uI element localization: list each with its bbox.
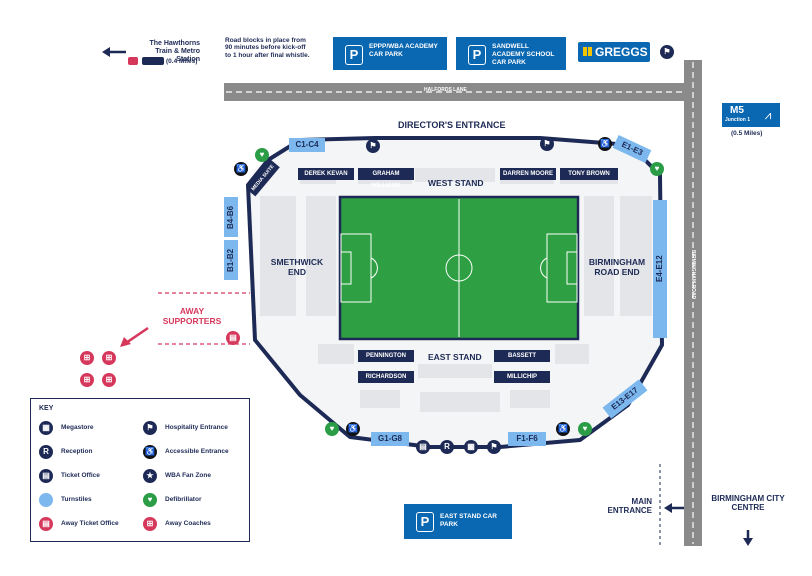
- defibrillator-icon: ♥: [578, 422, 592, 436]
- defibrillator-icon: ♥: [143, 493, 157, 507]
- accessible-icon: ♿: [234, 162, 248, 176]
- hawthorns-arrow: [102, 47, 126, 57]
- halfords-lane-label: HALFORDS LANE: [424, 87, 467, 93]
- accessible-icon: ♿: [556, 422, 570, 436]
- away-supporters-label: AWAY SUPPORTERS: [162, 306, 222, 326]
- parking-icon: P: [345, 45, 363, 65]
- key-label: Ticket Office: [61, 472, 100, 479]
- section-millichip: MILLICHIP: [494, 371, 550, 383]
- sandwell-car-park: P SANDWELL ACADEMY SCHOOL CAR PARK: [456, 37, 566, 70]
- key-title: KEY: [39, 405, 54, 412]
- key-label: Away Coaches: [165, 520, 211, 527]
- section-graham-williams: GRAHAM WILLIAMS: [358, 168, 414, 189]
- gate-b1-b2: B1-B2: [224, 240, 238, 280]
- turnstile-icon: [39, 493, 53, 507]
- east-stand-car-park: P EAST STAND CAR PARK: [404, 504, 512, 539]
- birmingham-road-label: BIRMINGHAM ROAD: [689, 250, 696, 300]
- hospitality-icon: ⚑: [487, 440, 501, 454]
- key-label: Accessible Entrance: [165, 448, 229, 455]
- directors-entrance-label: DIRECTOR'S ENTRANCE: [398, 120, 506, 130]
- east-stand-label: EAST STAND: [428, 352, 482, 362]
- gate-g1-g8: G1-G8: [371, 432, 409, 446]
- away-supporters-area: [120, 292, 250, 347]
- gate-b4-b6: B4-B6: [224, 197, 238, 237]
- smethwick-end-label: SMETHWICK END: [270, 257, 324, 277]
- away-coach-icon: ⊞: [102, 373, 116, 387]
- eppp-car-park: P EPPP/WBA ACADEMY CAR PARK: [333, 37, 447, 70]
- away-coach-icon: ⊞: [102, 351, 116, 365]
- hospitality-icon: ⚑: [660, 45, 674, 59]
- parking-icon: P: [468, 45, 486, 65]
- m5-distance: (0.5 Miles): [731, 130, 763, 137]
- road-blocks-note: Road blocks in place from 90 minutes bef…: [225, 37, 310, 59]
- accessible-icon: ♿: [598, 137, 612, 151]
- section-pennington: PENNINGTON: [358, 350, 414, 362]
- section-richardson: RICHARDSON: [358, 371, 414, 383]
- away-coaches: ⊞ ⊞ ⊞ ⊞: [80, 351, 124, 395]
- rail-icon: [128, 57, 138, 65]
- m5-title: M5: [730, 105, 744, 116]
- hospitality-icon: ⚑: [540, 137, 554, 151]
- gate-e4-e12: E4-E12: [653, 200, 667, 338]
- key-label: Hospitality Entrance: [165, 424, 228, 431]
- hawthorns-distance: (0.4 Miles): [166, 58, 198, 65]
- halfords-lane-road: [224, 83, 694, 101]
- away-coach-icon: ⊞: [80, 351, 94, 365]
- hawthorns-line1: The Hawthorns: [149, 40, 200, 47]
- hospitality-icon: ⚑: [366, 139, 380, 153]
- eppp-car-park-label: EPPP/WBA ACADEMY CAR PARK: [369, 43, 438, 58]
- section-darren-moore: DARREN MOORE: [500, 168, 556, 180]
- reception-icon: R: [440, 440, 454, 454]
- key-label: WBA Fan Zone: [165, 472, 211, 479]
- megastore-icon: ▦: [464, 440, 478, 454]
- west-stand-label: WEST STAND: [428, 178, 484, 188]
- section-tony-brown: TONY BROWN: [560, 168, 618, 180]
- accessible-icon: ♿: [143, 445, 157, 459]
- key-label: Turnstiles: [61, 496, 92, 503]
- section-derek-kevan: DEREK KEVAN: [298, 168, 354, 180]
- parking-icon: P: [416, 512, 434, 532]
- gate-f1-f6: F1-F6: [508, 432, 546, 446]
- away-coach-icon: ⊞: [80, 373, 94, 387]
- defibrillator-icon: ♥: [325, 422, 339, 436]
- fan-zone-icon: ★: [143, 469, 157, 483]
- birmingham-road: [684, 60, 702, 546]
- main-entrance-arrow: [659, 464, 684, 546]
- sandwell-car-park-label: SANDWELL ACADEMY SCHOOL CAR PARK: [492, 43, 555, 66]
- accessible-icon: ♿: [346, 422, 360, 436]
- hawthorns-station: The Hawthorns Train & Metro Station: [132, 40, 200, 64]
- east-stand-car-park-label: EAST STAND CAR PARK: [440, 513, 497, 528]
- key-label: Reception: [61, 448, 93, 455]
- main-entrance-label: MAIN ENTRANCE: [607, 497, 652, 516]
- away-ticket-icon: ▤: [39, 517, 53, 531]
- key-label: Defibrillator: [165, 496, 202, 503]
- key-label: Megastore: [61, 424, 94, 431]
- m5-sign: M5 Junction 1 ⩘: [722, 103, 780, 127]
- gate-c1-c4: C1-C4: [289, 138, 325, 152]
- key-label: Away Ticket Office: [61, 520, 119, 527]
- megastore-icon: ▦: [39, 421, 53, 435]
- map-key: KEY ▦ Megastore ⚑ Hospitality Entrance R…: [30, 398, 250, 542]
- pitch: [338, 195, 580, 341]
- motorway-icon: ⩘: [764, 108, 772, 122]
- away-coach-icon: ⊞: [143, 517, 157, 531]
- greggs-label: GREGGS: [595, 45, 648, 59]
- greggs-grid-icon: [583, 47, 592, 56]
- defibrillator-icon: ♥: [650, 162, 664, 176]
- section-bassett: BASSETT: [494, 350, 550, 362]
- defibrillator-icon: ♥: [255, 148, 269, 162]
- m5-subtitle: Junction 1: [725, 117, 751, 123]
- away-ticket-icon: ▤: [226, 331, 240, 345]
- ticket-icon: ▤: [39, 469, 53, 483]
- city-centre-arrow: [743, 530, 753, 546]
- metro-icon: [142, 57, 164, 65]
- city-centre-label: BIRMINGHAM CITY CENTRE: [711, 494, 785, 513]
- hawthorns-line2: Train & Metro Station: [155, 48, 200, 64]
- ticket-icon: ▤: [416, 440, 430, 454]
- hospitality-icon: ⚑: [143, 421, 157, 435]
- reception-icon: R: [39, 445, 53, 459]
- birmingham-road-end-label: BIRMINGHAM ROAD END: [588, 257, 646, 277]
- greggs-logo: GREGGS: [578, 42, 650, 62]
